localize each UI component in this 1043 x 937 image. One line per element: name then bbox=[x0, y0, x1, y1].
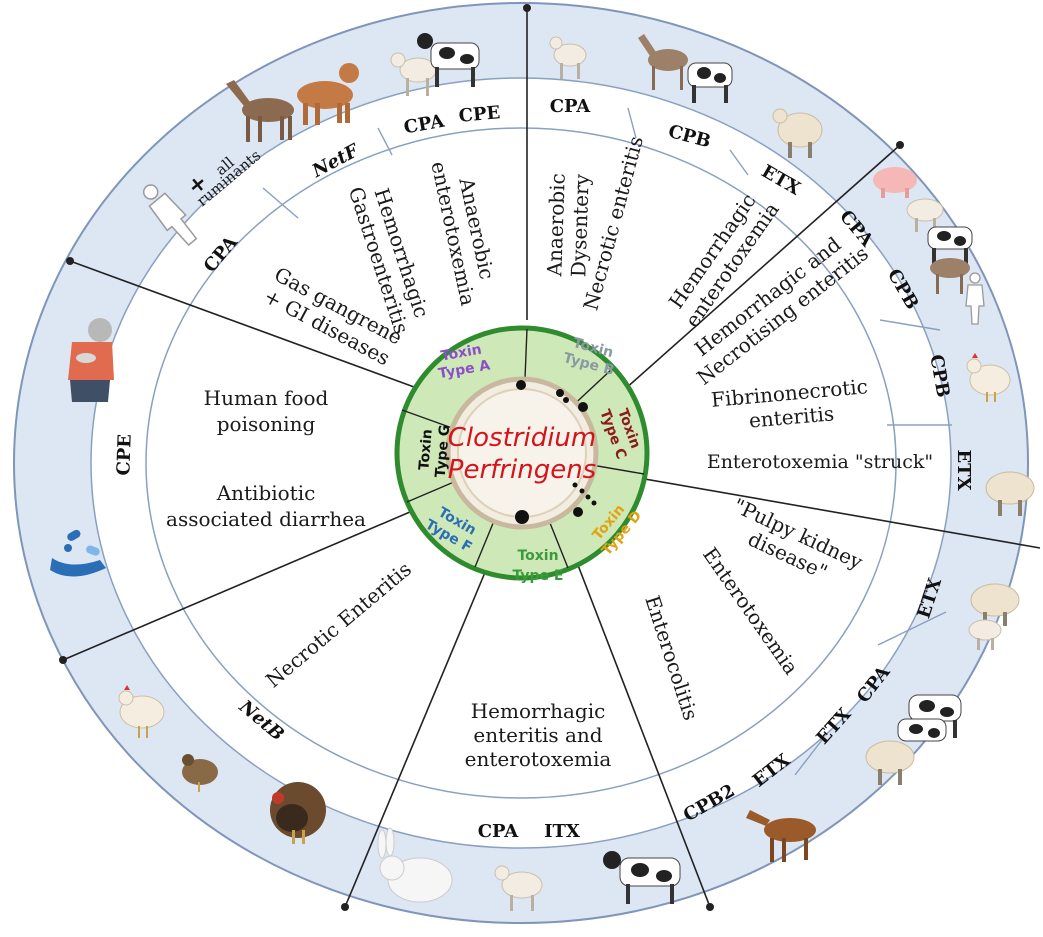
disease-g1-line1: Human food bbox=[204, 386, 329, 410]
toxin-a-cpe: CPE bbox=[458, 102, 501, 127]
disease-c3: Enterotoxemia "struck" bbox=[707, 451, 933, 473]
petri-dish-inner bbox=[458, 389, 586, 517]
disease-hemorrhagic-enteritis-enterotoxemia: Hemorrhagic enteritis and enterotoxemia bbox=[465, 699, 612, 771]
toxin-type-e-line1: Toxin bbox=[517, 548, 558, 564]
toxin-b-cpa: CPA bbox=[550, 96, 592, 117]
center-title-line2: Perfringens bbox=[448, 455, 596, 485]
disease-e1-line1: Hemorrhagic bbox=[471, 699, 606, 723]
disease-g2-line1: Antibiotic bbox=[216, 481, 316, 505]
disease-e1-line3: enterotoxemia bbox=[465, 747, 612, 771]
center-title-line1: Clostridium bbox=[448, 423, 596, 453]
disease-g1-line2: poisoning bbox=[217, 412, 316, 436]
disease-enterotoxemia-struck: Enterotoxemia "struck" bbox=[707, 451, 933, 473]
disease-g2-line2: associated diarrhea bbox=[166, 507, 366, 531]
calf-icon bbox=[898, 719, 946, 741]
disease-b1-line1: Anaerobic bbox=[542, 173, 570, 278]
disease-e1-line2: enteritis and bbox=[473, 723, 602, 747]
toxin-type-e-line2: Type E bbox=[513, 568, 564, 584]
toxin-g-cpe: CPE bbox=[113, 434, 135, 476]
toxin-type-g: Toxin Type G bbox=[416, 423, 453, 479]
toxin-e-cpa: CPA bbox=[478, 821, 520, 842]
disease-anaerobic-dysentery: Anaerobic Dysentery bbox=[542, 172, 594, 278]
toxin-e-itx: ITX bbox=[544, 821, 580, 842]
toxin-c-etx: ETX bbox=[953, 449, 974, 490]
